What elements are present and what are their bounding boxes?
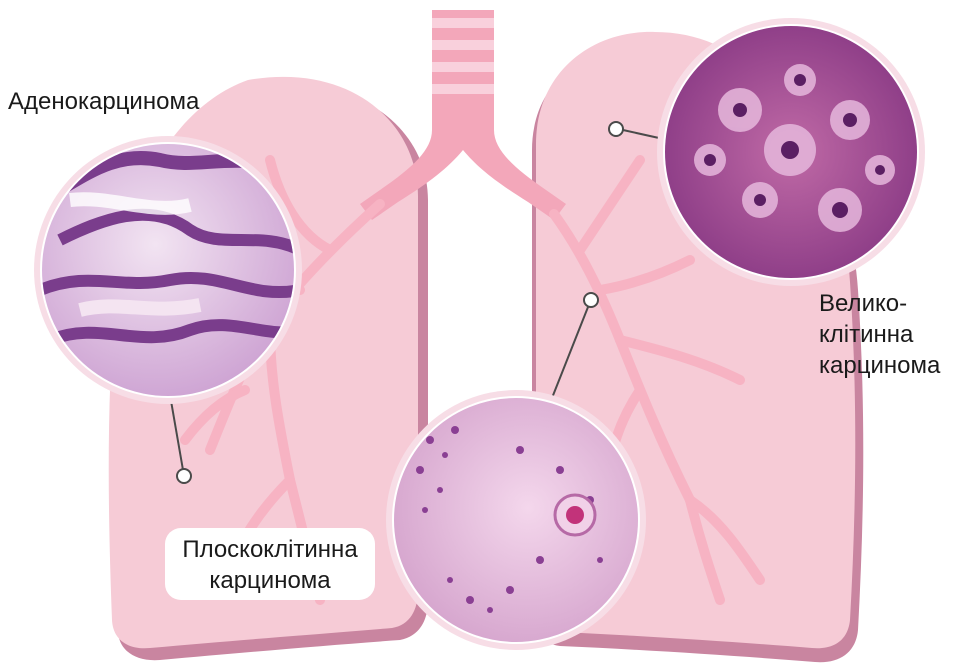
adenocarcinoma-micrograph xyxy=(34,136,302,404)
squamous-label-line-1: Плоскоклітинна xyxy=(165,534,375,565)
large-cell-label-line-1: Велико- xyxy=(819,288,940,319)
large-cell-micrograph xyxy=(657,18,925,286)
adenocarcinoma-label: Аденокарцинома xyxy=(8,86,199,117)
squamous-label-line-2: карцинома xyxy=(165,565,375,596)
large-cell-label-line-2: клітинна xyxy=(819,319,940,350)
large-cell-carcinoma-label: Велико- клітинна карцинома xyxy=(819,288,940,381)
trachea xyxy=(360,10,566,220)
large-cell-label-line-3: карцинома xyxy=(819,350,940,381)
squamous-cell-carcinoma-label: Плоскоклітинна карцинома xyxy=(165,528,375,600)
squamous-micrograph xyxy=(386,390,646,650)
